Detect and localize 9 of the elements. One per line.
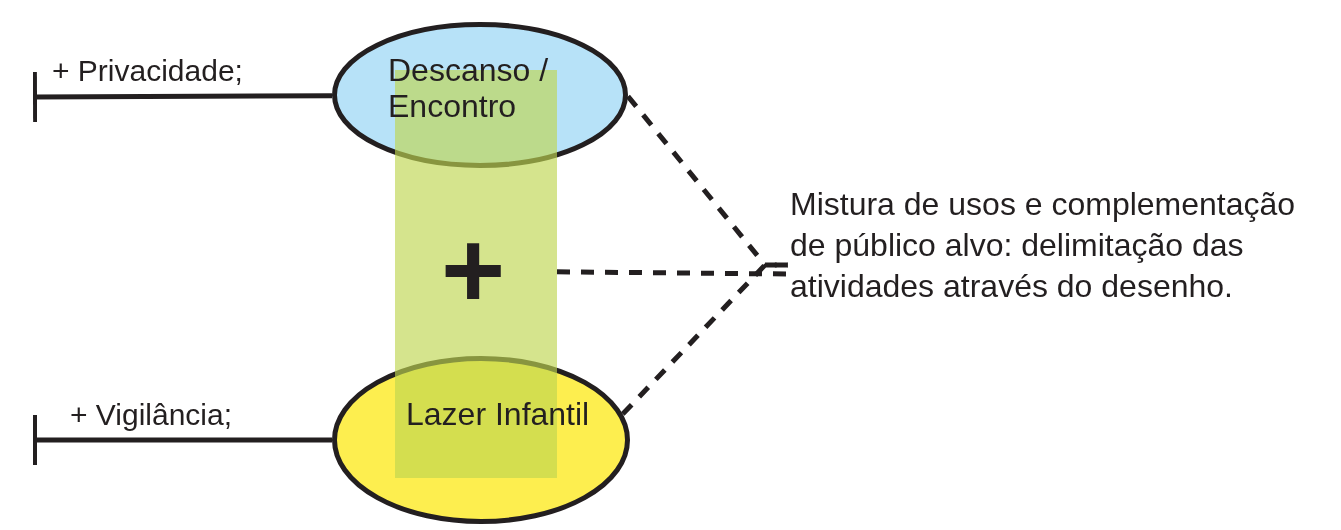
dashed-connector [556,269,789,277]
node-label: Lazer Infantil [406,396,591,432]
note-text: Mistura de usos e complementação de público alvo: delimitação das atividades através do desenho. [790,184,1330,350]
connector-line [33,415,332,465]
plus-sign: + [441,220,506,320]
ellipse-node [332,22,628,168]
ellipse-node [332,356,630,524]
connector-line [32,72,332,122]
dashed-connector [620,262,788,416]
